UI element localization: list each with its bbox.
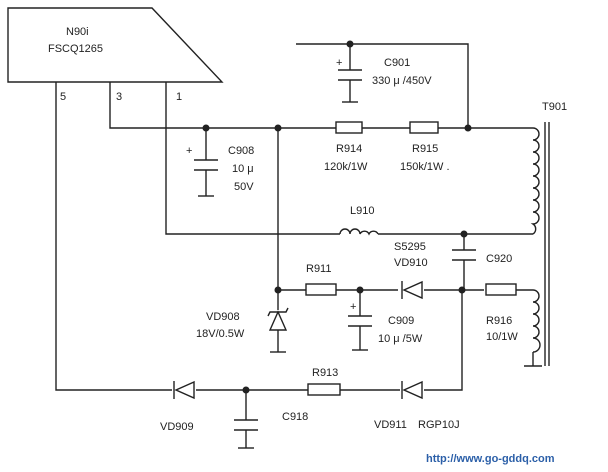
capacitor-c918: C918 [234, 411, 308, 449]
watermark-url: http://www.go-gddq.com [426, 453, 555, 465]
wires [55, 43, 534, 448]
ic-pin5-label: 5 [60, 91, 66, 103]
r914-name: R914 [336, 143, 362, 155]
r913-name: R913 [312, 367, 338, 379]
diode-vd909: VD909 [160, 380, 195, 433]
c909-name: C909 [388, 315, 414, 327]
l910-name: L910 [350, 205, 374, 217]
inductor-l910: L910 [339, 205, 379, 236]
vd908-name: VD908 [206, 311, 240, 323]
diode-vd910: S5295 VD910 [394, 241, 428, 300]
t901-name: T901 [542, 101, 567, 113]
resistor-r911: R911 [305, 263, 337, 296]
svg-text:+: + [350, 301, 356, 313]
c909-value: 10 μ /5W [378, 333, 423, 345]
ic-pin1-label: 1 [176, 91, 182, 103]
c920-name: C920 [486, 253, 512, 265]
capacitor-c901: + C901 330 μ /450V [336, 57, 432, 103]
svg-text:+: + [336, 57, 342, 69]
r911-name: R911 [306, 263, 331, 275]
resistor-r916: R916 10/1W [485, 283, 518, 343]
svg-text:+: + [186, 145, 192, 157]
vd911-name: VD911 [374, 419, 407, 431]
c908-name: C908 [228, 145, 254, 157]
diode-vd911: VD911 RGP10J [374, 380, 460, 431]
vd909-name: VD909 [160, 421, 194, 433]
r915-name: R915 [412, 143, 438, 155]
r914-value: 120k/1W [324, 161, 368, 173]
capacitor-c920: C920 [452, 249, 512, 265]
resistor-r914: R914 120k/1W [324, 121, 368, 173]
capacitor-c909: + C909 10 μ /5W [348, 301, 423, 351]
ic-label-line2: FSCQ1265 [48, 43, 103, 55]
resistor-r913: R913 [307, 367, 341, 396]
c908-value1: 10 μ [232, 163, 254, 175]
transformer-t901: T901 [524, 101, 567, 367]
ic-label-line1: N90i [66, 26, 89, 38]
junction-dots [202, 40, 472, 394]
capacitor-c908: + C908 10 μ 50V [186, 145, 254, 197]
r916-name: R916 [486, 315, 512, 327]
r916-value: 10/1W [486, 331, 518, 343]
ic-pin3-label: 3 [116, 91, 122, 103]
c918-name: C918 [282, 411, 308, 423]
vd911-part: RGP10J [418, 419, 460, 431]
s5295-label: S5295 [394, 241, 426, 253]
c901-name: C901 [384, 57, 410, 69]
resistor-r915: R915 150k/1W . [400, 121, 450, 173]
ic-fscq1265: N90i FSCQ1265 5 3 1 [7, 7, 224, 103]
zener-vd908: VD908 18V/0.5W [196, 307, 289, 353]
vd908-value: 18V/0.5W [196, 328, 245, 340]
c901-value: 330 μ /450V [372, 75, 432, 87]
c908-value2: 50V [234, 181, 254, 193]
r915-value: 150k/1W . [400, 161, 450, 173]
vd910-name: VD910 [394, 257, 428, 269]
